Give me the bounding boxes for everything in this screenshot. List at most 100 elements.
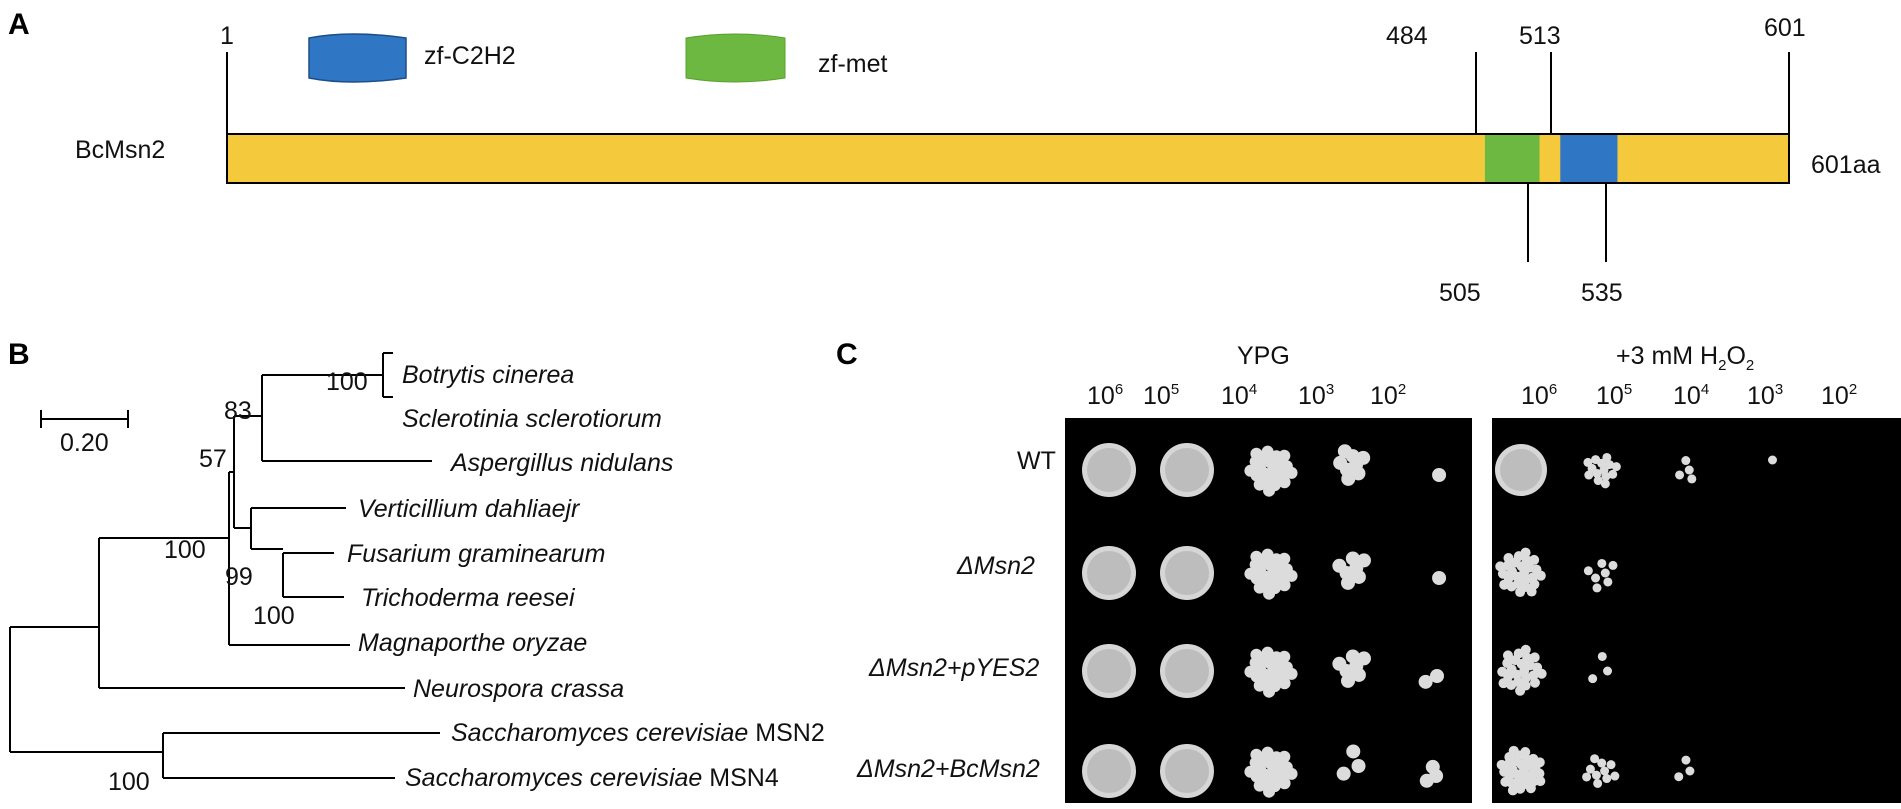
colony	[1332, 558, 1347, 573]
colony	[1590, 754, 1600, 764]
colony	[1346, 744, 1361, 759]
colony	[1583, 566, 1593, 576]
colony	[1500, 776, 1511, 787]
dilution-label: 106	[1087, 381, 1123, 410]
colony	[1593, 778, 1603, 788]
colony	[1591, 573, 1601, 583]
colony	[1341, 471, 1356, 486]
colony	[1502, 658, 1513, 669]
taxon-label: Magnaporthe oryzae	[358, 629, 587, 657]
colony	[1332, 656, 1347, 671]
colony	[1603, 577, 1613, 587]
colony-spot-center	[1087, 551, 1131, 595]
colony	[1681, 456, 1691, 466]
taxon-label: Aspergillus nidulans	[449, 449, 673, 477]
colony	[1253, 779, 1266, 792]
colony	[1534, 768, 1545, 779]
colony	[1687, 474, 1697, 484]
colony	[1253, 679, 1266, 692]
bootstrap-node-99: 99	[225, 563, 253, 591]
colony	[1603, 666, 1613, 676]
taxon-label: Verticillium dahliaejr	[358, 495, 581, 523]
colony	[1582, 772, 1592, 782]
colony	[1506, 679, 1517, 690]
taxon-label-msn4: Saccharomyces cerevisiae MSN4	[405, 764, 779, 792]
colony	[1261, 445, 1274, 458]
colony	[1495, 561, 1506, 572]
colony	[1767, 455, 1777, 465]
colony	[1608, 560, 1618, 570]
colony	[1278, 650, 1291, 663]
colony	[1253, 581, 1266, 594]
colony	[1606, 760, 1616, 770]
strain-label-msn2-pyes2: ΔMsn2+pYES2	[868, 654, 1039, 682]
condition-label-h2o2: +3 mM H2O2	[1616, 342, 1754, 374]
colony	[1244, 765, 1257, 778]
plate-h2o2	[1492, 418, 1901, 803]
dilution-label: 102	[1821, 381, 1857, 410]
colony-spot-center	[1500, 449, 1542, 491]
dilution-label: 106	[1521, 381, 1557, 410]
colony	[1499, 579, 1510, 590]
scale-bar: 0.20	[40, 410, 129, 457]
colony	[1685, 766, 1695, 776]
colony	[1515, 685, 1526, 696]
colony-spot-center	[1087, 749, 1131, 793]
panel-a-label: A	[8, 8, 30, 41]
scale-bar-label: 0.20	[60, 429, 109, 457]
colony	[1278, 476, 1291, 489]
taxon-label: Trichoderma reesei	[361, 584, 576, 612]
colony-spot-center	[1165, 649, 1209, 693]
colony	[1496, 759, 1507, 770]
colony	[1285, 569, 1298, 582]
taxon-label: Sclerotinia sclerotiorum	[402, 405, 662, 433]
colony	[1263, 484, 1276, 497]
colony	[1597, 758, 1607, 768]
colony	[1340, 673, 1355, 688]
colony	[1337, 444, 1352, 459]
colony	[1585, 764, 1595, 774]
colony-spots	[1082, 443, 1777, 798]
protein-length-label: 601aa	[1811, 151, 1881, 179]
taxon-species: Saccharomyces cerevisiae	[451, 719, 748, 747]
colony	[1244, 567, 1257, 580]
colony	[1507, 785, 1518, 796]
colony	[1536, 668, 1547, 679]
colony	[1608, 469, 1618, 479]
pos-label-484: 484	[1386, 22, 1428, 50]
legend-label-zf-met: zf-met	[818, 50, 888, 78]
dilution-label: 102	[1370, 381, 1406, 410]
colony	[1602, 774, 1612, 784]
colony	[1356, 450, 1371, 465]
bootstrap-node-100-clade1: 100	[164, 536, 206, 564]
colony	[1592, 583, 1602, 593]
colony	[1508, 745, 1519, 756]
dilution-label: 103	[1298, 381, 1334, 410]
colony	[1498, 678, 1509, 689]
domain-zf-c2h2	[1560, 135, 1618, 182]
colony	[1285, 767, 1298, 780]
taxon-label: Fusarium graminearum	[347, 540, 605, 568]
legend-zf-met: zf-met	[685, 33, 888, 83]
colony	[1520, 547, 1531, 558]
legend-zf-c2h2: zf-C2H2	[308, 33, 516, 83]
phylogenetic-tree	[9, 352, 440, 779]
bootstrap-fusarium-trichoderma: 100	[253, 602, 295, 630]
colony	[1521, 555, 1532, 566]
colony	[1597, 651, 1607, 661]
colony	[1502, 560, 1513, 571]
taxon-label: Botrytis cinerea	[402, 361, 574, 389]
colony	[1244, 464, 1257, 477]
strain-label-msn2: ΔMsn2	[956, 552, 1035, 580]
colony	[1502, 650, 1513, 661]
colony	[1345, 551, 1360, 566]
colony	[1535, 570, 1546, 581]
taxon-gene: MSN2	[748, 719, 824, 747]
protein-domain-map	[226, 133, 1790, 184]
colony	[1340, 575, 1355, 590]
domain-zf-met	[1484, 135, 1540, 182]
colony	[1520, 747, 1531, 758]
colony	[1529, 554, 1540, 565]
taxon-gene: MSN4	[702, 764, 779, 792]
